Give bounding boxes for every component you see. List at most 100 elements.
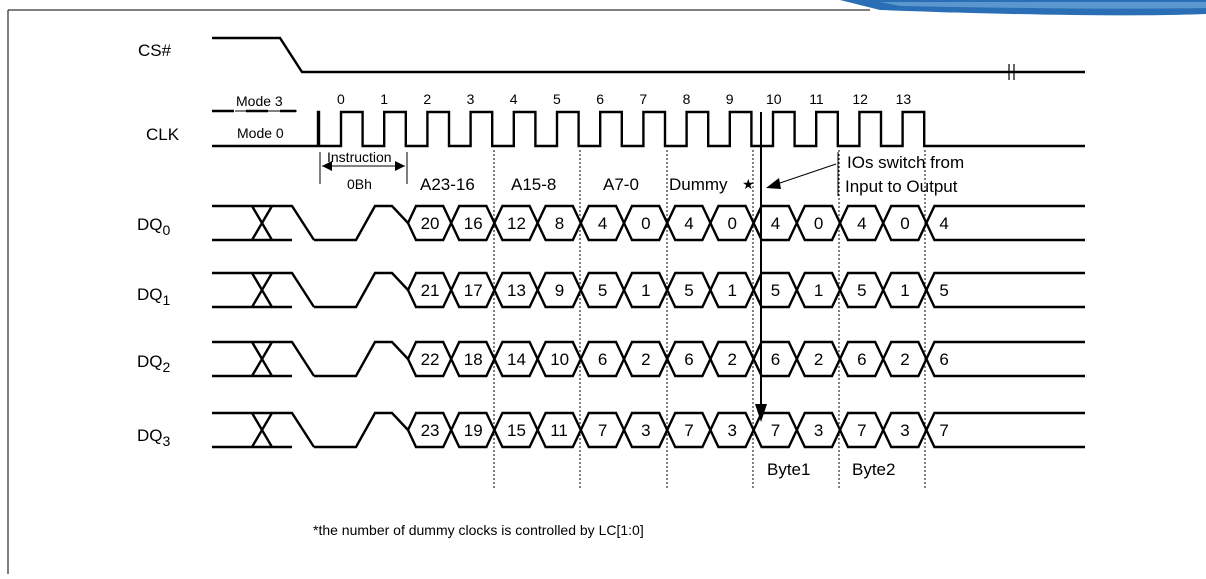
dq0-bus-value: 4 [684,214,693,233]
dq2-bus-value: 14 [507,350,526,369]
dq3-bus-value: 7 [939,421,948,440]
dq0-bus-value: 12 [507,214,526,233]
dummy-star-icon: ★ [742,176,755,192]
dq1-bus-value: 5 [771,281,780,300]
mode0-label: Mode 0 [237,125,284,141]
dq2-bus-value: 6 [771,350,780,369]
clock-number-6: 6 [596,91,604,107]
dq2-bus-value: 6 [684,350,693,369]
dq2-bus-cell [925,340,1085,378]
segment-a7-0: A7-0 [603,175,639,194]
clock-number-7: 7 [639,91,647,107]
dq2-bus-value: 6 [598,350,607,369]
dq2-xmark [251,341,273,377]
dq0-bus-value: 0 [900,214,909,233]
dq1-bus-value: 9 [555,281,564,300]
segment-a15-8: A15-8 [511,175,556,194]
dq1-bus-value: 1 [641,281,650,300]
clock-number-10: 10 [766,91,782,107]
cs-label: CS# [138,41,172,60]
dq3-bus-value: 15 [507,421,526,440]
dq3-bus-value: 3 [728,421,737,440]
dq3-xmark [251,412,273,448]
dq2-bus-value: 6 [939,350,948,369]
instruction-label: Instruction [327,149,392,165]
dq2-bus-value: 6 [857,350,866,369]
dq1-bus-value: 5 [684,281,693,300]
dq1-bus-value: 5 [598,281,607,300]
dq0-dontcare [212,204,409,242]
dq2-bus-value: 2 [814,350,823,369]
dq1-label: DQ1 [137,285,171,308]
switch-note-line1: IOs switch from [847,153,964,172]
guide-lines [493,150,926,490]
instruction-arrow-left-head [322,161,332,171]
dq3-bus-value: 3 [641,421,650,440]
dq0-xmark [251,205,273,241]
dq3-bus-value: 7 [598,421,607,440]
clock-number-2: 2 [423,91,431,107]
dq1-bus-value: 21 [421,281,440,300]
dq0-bus-value: 4 [939,214,948,233]
clock-number-4: 4 [510,91,518,107]
clock-number-8: 8 [683,91,691,107]
cs-waveform [212,36,1085,74]
dq1-bus-value: 13 [507,281,526,300]
dq2-bus-value: 10 [550,350,569,369]
dq1-bus-cell [925,271,1085,309]
mode3-label: Mode 3 [236,93,283,109]
clock-number-3: 3 [467,91,475,107]
switch-note-line2: Input to Output [845,177,958,196]
dq0-bus-value: 0 [814,214,823,233]
dq0-bus-value: 0 [641,214,650,233]
dq3-label: DQ3 [137,426,171,449]
dq0-bus-value: 20 [421,214,440,233]
dq2-dontcare [212,340,409,378]
clock-number-9: 9 [726,91,734,107]
dq2-bus-value: 22 [421,350,440,369]
dq2-label: DQ2 [137,352,171,375]
dq3-bus-value: 7 [771,421,780,440]
dq3-bus-value: 7 [857,421,866,440]
corner-accent-highlight [880,2,1206,9]
dq3-bus-value: 7 [684,421,693,440]
dq0-label: DQ0 [137,215,171,238]
dq0-bus-cell [925,204,1085,242]
dq3-bus-value: 23 [421,421,440,440]
dq1-bus-value: 1 [900,281,909,300]
dq1-bus-value: 5 [857,281,866,300]
byte2-label: Byte2 [852,460,895,479]
segment-dummy: Dummy [669,175,728,194]
dq0-bus-value: 8 [555,214,564,233]
clock-number-12: 12 [852,91,868,107]
switch-note-arrow-head [766,178,781,189]
dq1-bus-value: 1 [814,281,823,300]
dq2-bus-value: 18 [464,350,483,369]
dq1-bus-value: 1 [728,281,737,300]
dq2-lane: 22 18 14 10 6 2 6 2 6 2 6 2 6 [212,340,1085,378]
clk-label: CLK [146,125,180,144]
clock-number-1: 1 [380,91,388,107]
opcode-label: 0Bh [347,176,372,192]
clock-number-0: 0 [337,91,345,107]
byte1-label: Byte1 [767,460,810,479]
switch-note-leader [776,163,837,185]
clock-number-11: 11 [809,91,824,107]
dq2-bus-value: 2 [641,350,650,369]
dq1-xmark [251,272,273,308]
clock-number-5: 5 [553,91,561,107]
clk-waveform [316,110,1085,148]
dq2-bus-value: 2 [900,350,909,369]
dq0-bus-value: 4 [598,214,607,233]
footnote: *the number of dummy clocks is controlle… [313,522,644,538]
dq3-bus-value: 3 [814,421,823,440]
dq3-bus-cell [925,411,1085,449]
dq2-bus-value: 2 [728,350,737,369]
